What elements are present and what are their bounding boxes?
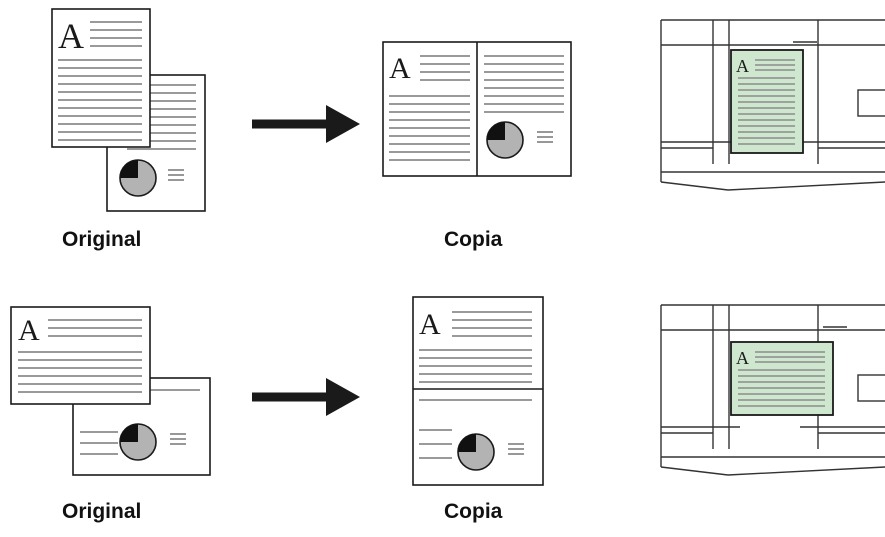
doc-letter: A <box>419 308 441 341</box>
row2-copy-label: Copia <box>444 500 503 523</box>
scanner-taper <box>660 466 729 476</box>
pie-chart-icon <box>119 159 157 197</box>
pie-chart-icon <box>119 423 157 461</box>
doc-letter: A <box>389 52 411 85</box>
doc-letter: A <box>736 56 749 76</box>
scanner-taper <box>727 466 885 476</box>
arrow-shaft <box>252 119 328 129</box>
pie-chart-icon <box>457 433 495 471</box>
placed-original <box>730 341 834 416</box>
doc-letter: A <box>18 314 40 347</box>
arrow-shaft <box>252 392 328 402</box>
scanner-taper <box>727 181 885 191</box>
pie-chart-icon <box>486 121 524 159</box>
doc-letter: A <box>736 348 749 368</box>
doc-letter: A <box>58 16 84 56</box>
pie-slice <box>120 160 138 178</box>
row1-copy: A <box>382 41 572 177</box>
pie-slice <box>487 122 505 140</box>
scanner-glass-icon: A <box>660 304 885 476</box>
row2-copy: A <box>412 296 544 486</box>
row2-original: A <box>10 306 211 476</box>
scanner-taper <box>660 181 729 191</box>
pie-slice <box>120 424 138 442</box>
arrow-head <box>326 378 360 416</box>
original-page-1 <box>10 306 151 405</box>
scanner-button <box>857 89 885 117</box>
row1-original-label: Original <box>62 228 142 251</box>
row2-original-label: Original <box>62 500 142 523</box>
arrow-head <box>326 105 360 143</box>
pie-slice <box>458 434 476 452</box>
scanner-button <box>857 374 885 402</box>
right-arrow-icon <box>252 378 360 416</box>
row1-original: A <box>51 8 206 212</box>
right-arrow-icon <box>252 105 360 143</box>
row1-copy-label: Copia <box>444 228 503 251</box>
scanner-glass-icon: A <box>660 19 885 191</box>
